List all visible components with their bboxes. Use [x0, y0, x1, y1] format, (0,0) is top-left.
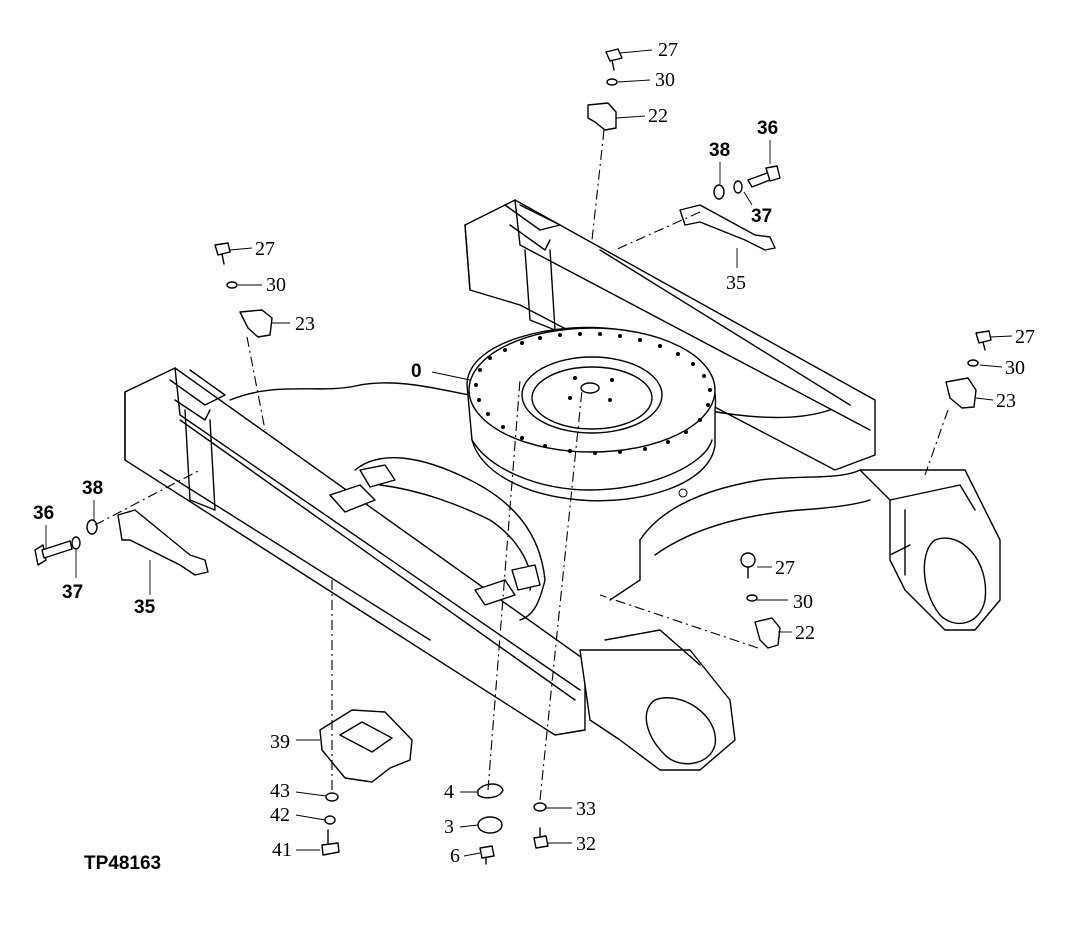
callout-30-left: 30 — [266, 274, 286, 296]
washer-30-top — [606, 78, 618, 86]
callout-36-right: 36 — [757, 118, 778, 139]
washer-33 — [533, 802, 547, 812]
washer-43 — [325, 792, 339, 802]
track-guard-35-right — [679, 204, 776, 251]
callout-27-mid: 27 — [775, 557, 795, 579]
cap-screw-27-mid — [740, 552, 756, 579]
callout-33: 33 — [576, 798, 596, 820]
callout-27-left: 27 — [255, 238, 275, 260]
callout-35-right: 35 — [726, 272, 746, 294]
bolt-41 — [321, 829, 340, 856]
washer-42 — [324, 815, 336, 825]
callout-41: 41 — [272, 839, 292, 861]
bearing-bolt-holes — [474, 332, 712, 455]
figure-id: TP48163 — [84, 853, 161, 874]
callout-23-left: 23 — [295, 313, 315, 335]
callout-35-left: 35 — [134, 597, 156, 618]
callout-36-left: 36 — [33, 503, 54, 524]
washer-37-left — [71, 536, 81, 550]
callout-32: 32 — [576, 833, 596, 855]
cover-3 — [477, 816, 503, 834]
guard-22-mid — [754, 617, 781, 649]
callout-38-right: 38 — [709, 140, 730, 161]
plate-4 — [477, 783, 504, 799]
bolt-36-left — [34, 540, 73, 566]
washer-38-left — [86, 519, 98, 535]
callout-6: 6 — [450, 845, 460, 867]
callout-27-top: 27 — [658, 39, 678, 61]
callout-39: 39 — [270, 731, 290, 753]
callout-22-top: 22 — [648, 105, 668, 127]
washer-37-right — [733, 180, 743, 194]
callout-23-far: 23 — [996, 390, 1016, 412]
callout-30-top: 30 — [655, 69, 675, 91]
callout-37-left: 37 — [62, 582, 83, 603]
washer-30-mid — [746, 594, 758, 602]
guard-23-left — [239, 309, 273, 338]
cap-screw-27-left — [214, 242, 231, 265]
callout-4: 4 — [444, 781, 454, 803]
callout-43: 43 — [270, 780, 290, 802]
callout-30-far: 30 — [1005, 357, 1025, 379]
callout-42: 42 — [270, 804, 290, 826]
track-frame — [124, 199, 1001, 771]
guard-22-top — [587, 102, 617, 131]
track-guard-35-left — [117, 509, 209, 576]
washer-30-far — [967, 359, 979, 367]
plug-6 — [479, 845, 495, 865]
guard-23-far — [945, 377, 977, 409]
callout-22-mid: 22 — [795, 622, 815, 644]
callout-37-right: 37 — [751, 206, 772, 227]
cap-screw-27-top — [605, 48, 623, 71]
washer-38-right — [713, 184, 725, 200]
callout-38-left: 38 — [82, 478, 103, 499]
callout-30-mid: 30 — [793, 591, 813, 613]
leader-lines — [45, 49, 1013, 857]
swing-bearing — [466, 326, 717, 502]
callout-27-far: 27 — [1015, 326, 1035, 348]
cover-39 — [319, 709, 413, 783]
callout-3: 3 — [444, 816, 454, 838]
callout-0: 0 — [411, 361, 422, 382]
bolt-32 — [533, 827, 549, 849]
callout-labels: 0 27 30 22 36 38 37 35 27 30 23 27 30 23… — [33, 39, 1035, 874]
bolt-36-right — [747, 165, 781, 188]
assembly-lines — [94, 129, 949, 801]
cap-screw-27-far — [975, 330, 992, 351]
washer-30-left — [226, 281, 238, 289]
